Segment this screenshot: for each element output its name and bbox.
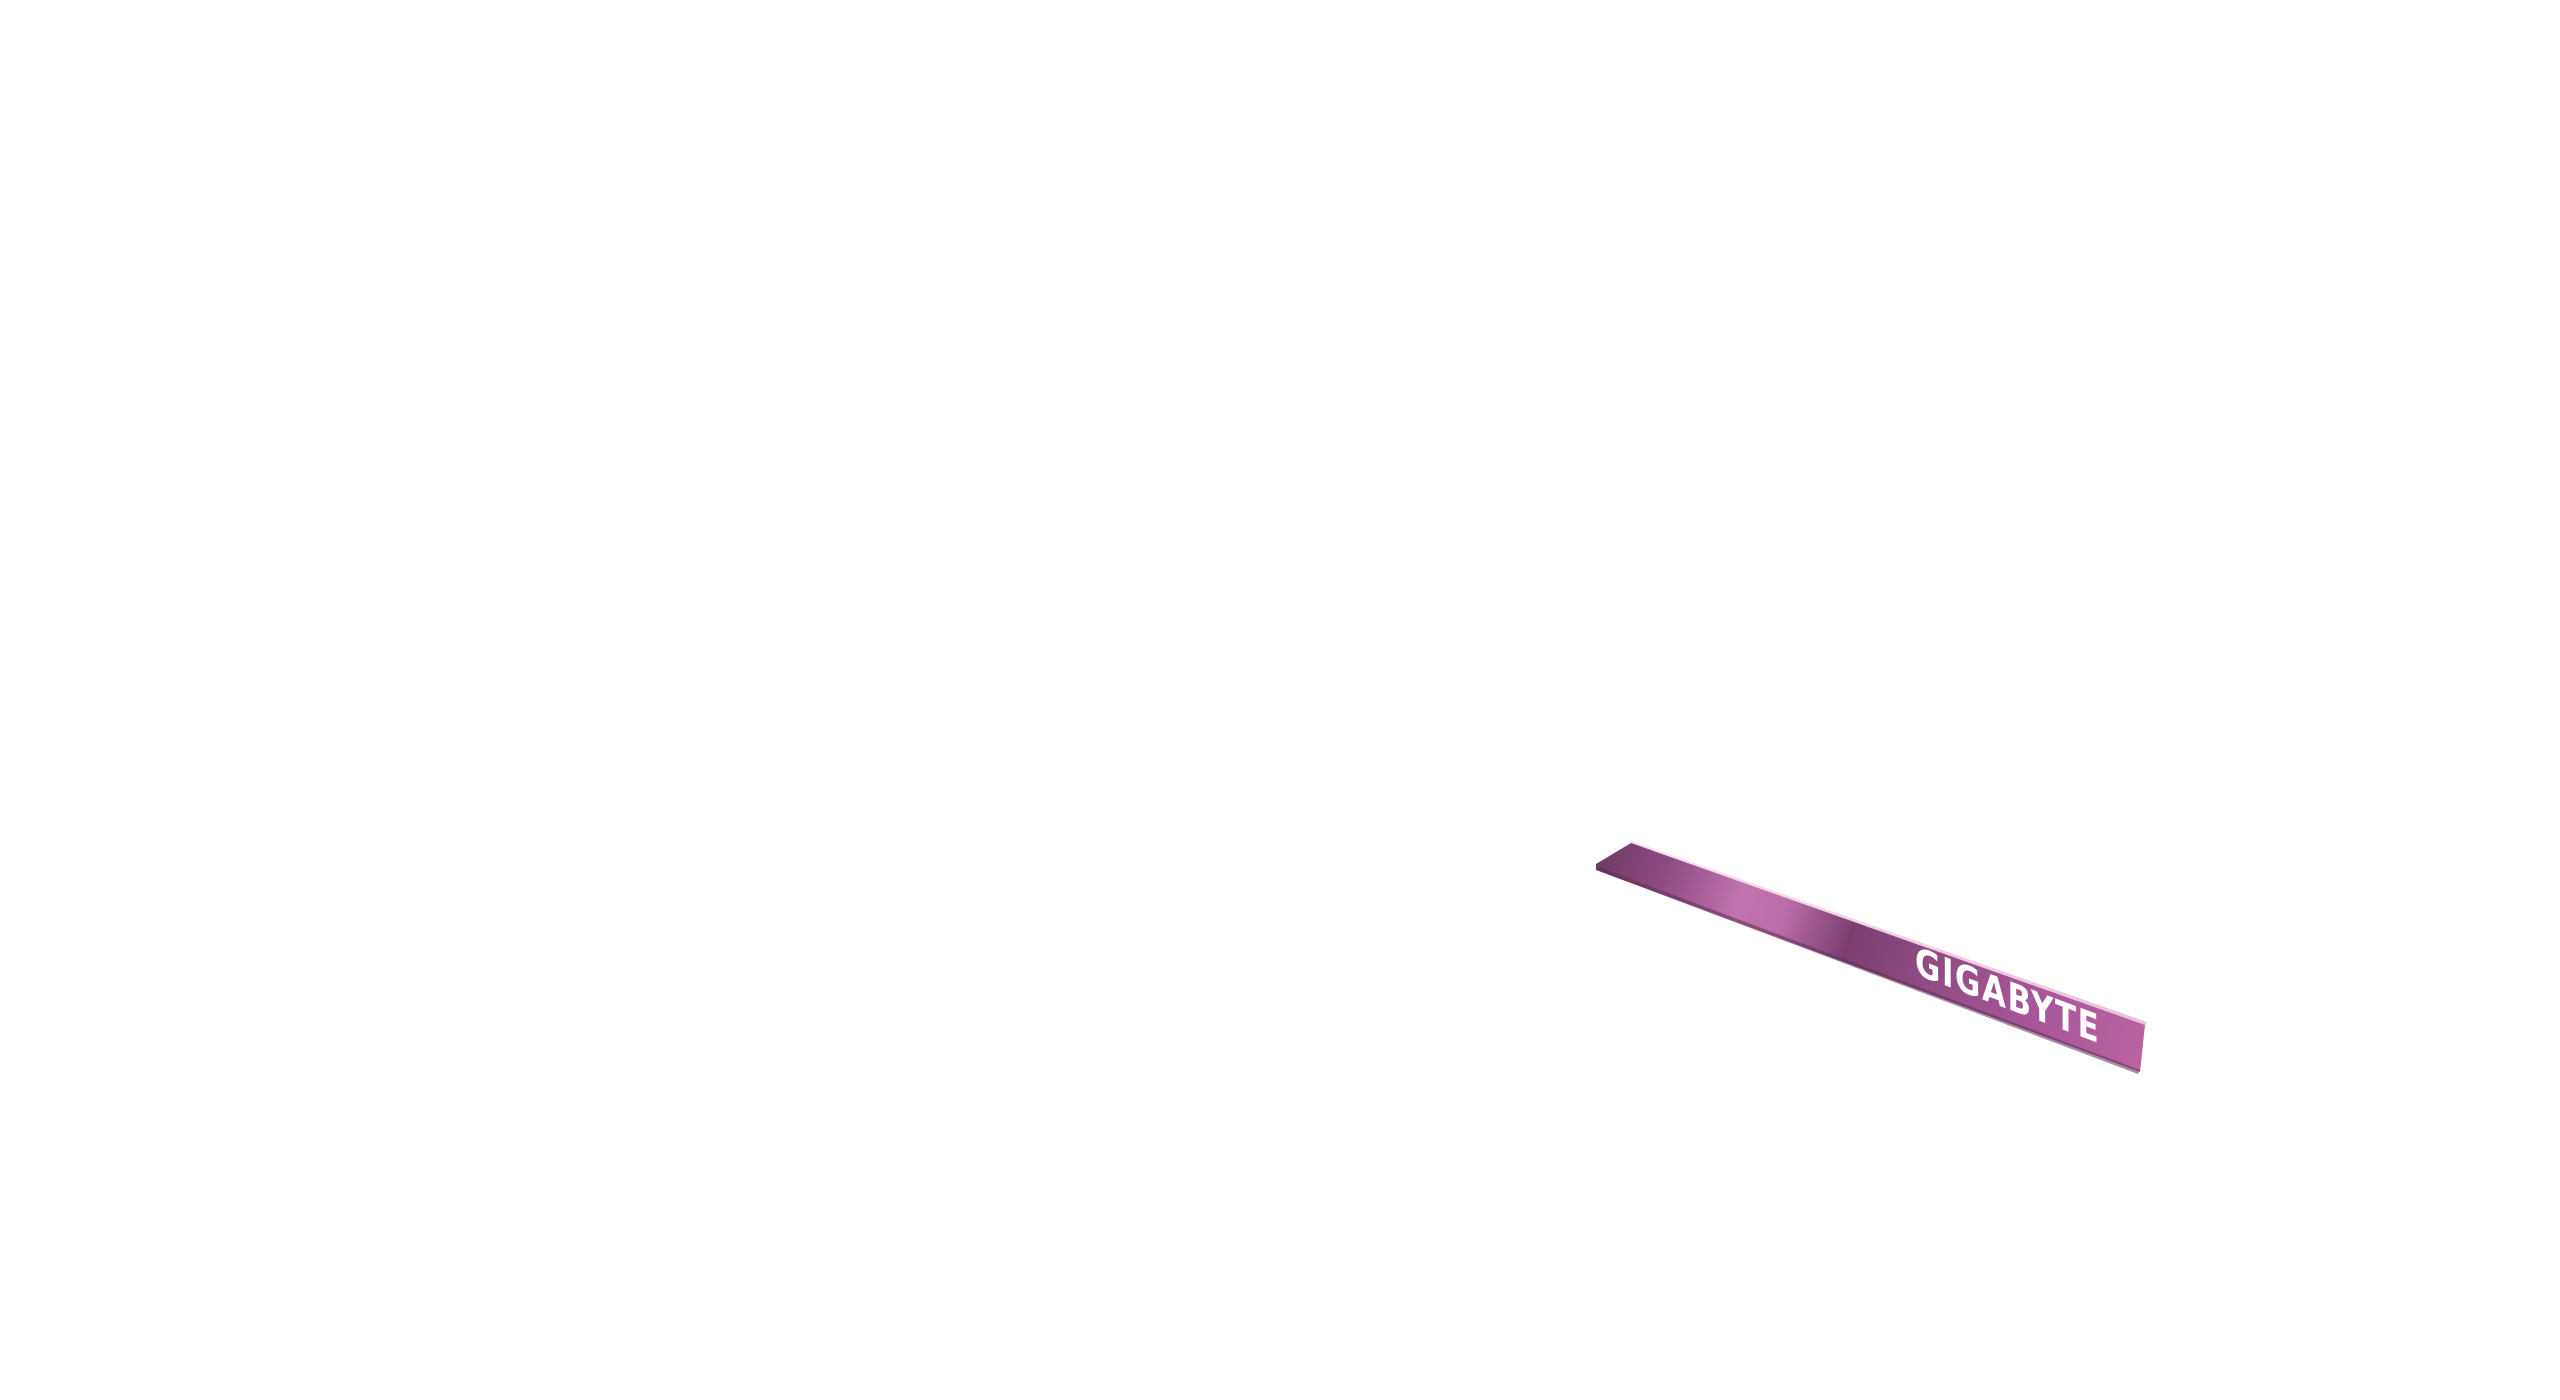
- light-strip-edge-highlight: [1629, 840, 2147, 1026]
- light-strip-shadow: [1596, 866, 2140, 1074]
- rgb-light-strip: [1596, 843, 2145, 1072]
